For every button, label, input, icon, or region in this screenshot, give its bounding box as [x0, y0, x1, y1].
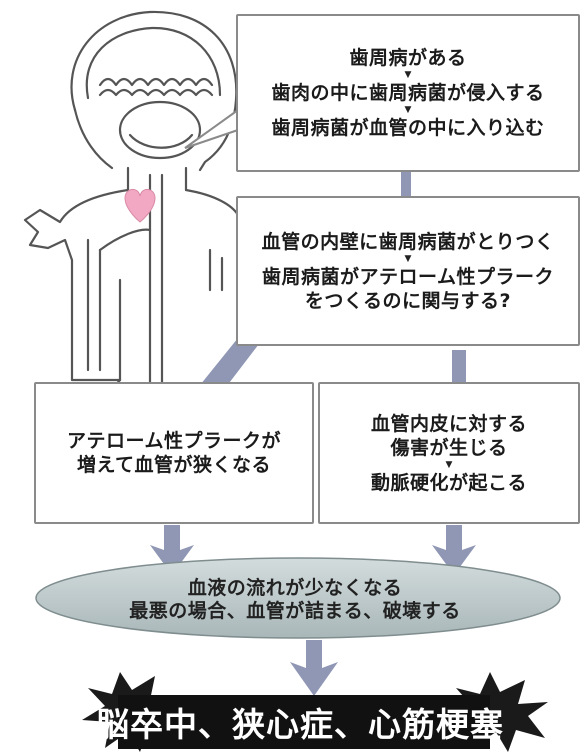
- left-line-1: アテローム性プラークが: [67, 430, 281, 452]
- result-ellipse: [35, 557, 561, 639]
- speech-pointer: [184, 109, 239, 149]
- box-right: 血管内皮に対する 傷害が生じる ▼ 動脈硬化が起こる: [318, 382, 580, 524]
- right-line-1: 血管内皮に対する: [370, 412, 527, 435]
- down-arrow: [290, 640, 338, 696]
- middle-arrow: ▼: [404, 253, 412, 264]
- top-line-3: 歯周病菌が血管の中に入り込む: [271, 117, 545, 139]
- left-line-2: 増えて血管が狭くなる: [76, 454, 272, 476]
- final-bar: [118, 695, 490, 749]
- top-arrow-1: ▼: [404, 70, 412, 80]
- top-arrow-2: ▼: [404, 105, 412, 115]
- ellipse-line-2: 最悪の場合、血管が詰まる、破壊する: [129, 600, 461, 622]
- top-line-1: 歯周病がある: [349, 47, 467, 69]
- heart-icon: [124, 189, 156, 223]
- right-line-2: 傷害が生じる: [390, 436, 508, 459]
- connector-bar: [401, 170, 411, 198]
- middle-line-2: 歯周病菌がアテローム性プラーク: [262, 265, 554, 288]
- ellipse-line-1: 血液の流れが少なくなる: [187, 577, 403, 599]
- middle-line-3: をつくるのに関与する?: [304, 289, 512, 312]
- box-middle: 血管の内壁に歯周病菌がとりつく ▼ 歯周病菌がアテローム性プラーク をつくるのに…: [236, 196, 580, 346]
- down-arrow: [150, 525, 476, 575]
- right-arrow: ▼: [445, 459, 453, 470]
- box-left: アテローム性プラークが 増えて血管が狭くなる: [34, 382, 314, 524]
- middle-line-1: 血管の内壁に歯周病菌がとりつく: [261, 230, 555, 253]
- box-top: 歯周病がある ▼ 歯肉の中に歯周病菌が侵入する ▼ 歯周病菌が血管の中に入り込む: [236, 14, 580, 172]
- final-diseases-text: 脳卒中、狭心症、心筋梗塞: [96, 705, 504, 744]
- starburst-right: [450, 672, 548, 752]
- top-line-2: 歯肉の中に歯周病菌が侵入する: [271, 82, 545, 104]
- right-line-3: 動脈硬化が起こる: [370, 471, 527, 494]
- ellipse-text: 血液の流れが少なくなる 最悪の場合、血管が詰まる、破壊する: [60, 577, 530, 623]
